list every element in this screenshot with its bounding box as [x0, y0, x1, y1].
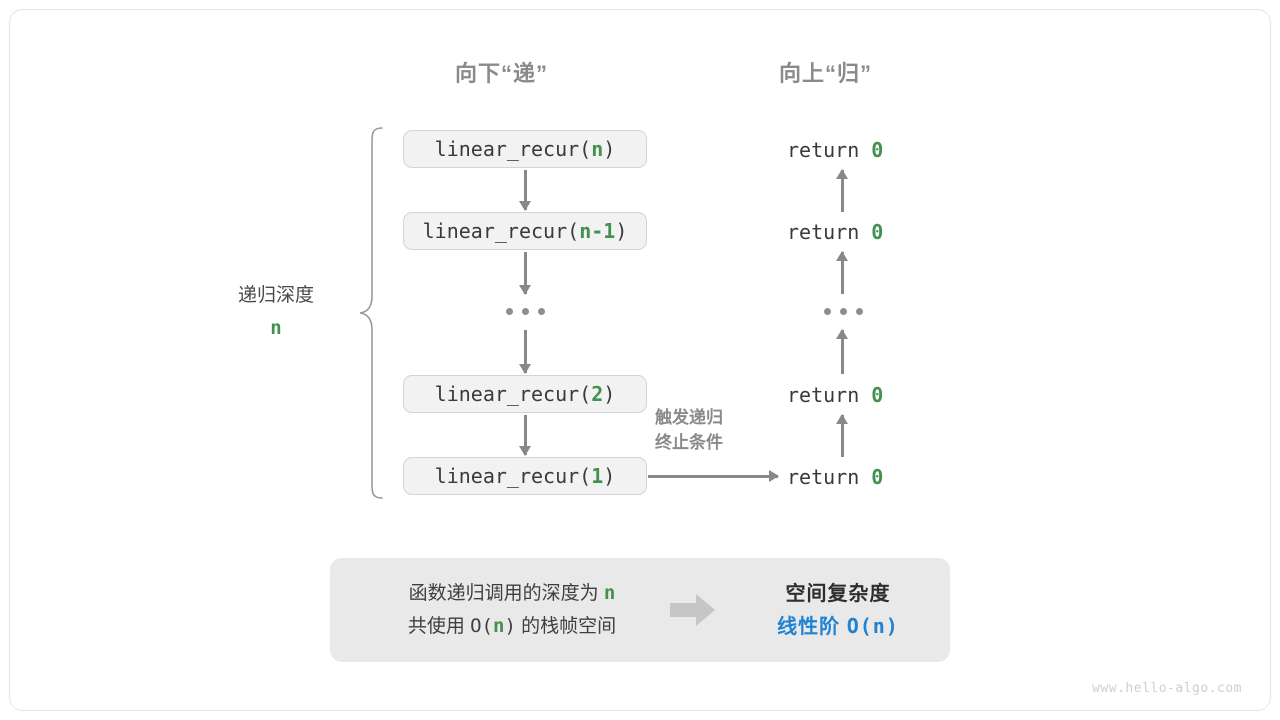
return-keyword: return [787, 138, 872, 162]
return-keyword: return [787, 465, 872, 489]
return-value: 0 [871, 465, 884, 489]
summary-line2-expr-close: ) [504, 615, 516, 637]
summary-line2-prefix: 共使用 [407, 616, 471, 637]
termination-note-line1: 触发递归 [655, 408, 723, 427]
summary-line1-prefix: 函数递归调用的深度为 [408, 583, 604, 604]
call-frame-box[interactable]: linear_recur(n) [403, 130, 647, 168]
recursion-depth-variable: n [270, 317, 282, 339]
call-frame-close: ) [615, 219, 628, 243]
call-frame-close: ) [603, 464, 616, 488]
call-frame-arg: 1 [591, 464, 604, 488]
summary-description: 函数递归调用的深度为 n 共使用 O(n) 的栈帧空间 [330, 577, 660, 643]
call-frame-box[interactable]: linear_recur(1) [403, 457, 647, 495]
ellipsis-icon [506, 308, 545, 315]
summary-result-value: 线性阶 O(n) [726, 610, 950, 643]
return-value: 0 [871, 138, 884, 162]
return-statement: return 0 [787, 138, 883, 162]
return-statement: return 0 [787, 465, 883, 489]
down-arrow-icon [523, 415, 527, 455]
down-arrow-icon [523, 330, 527, 373]
summary-line2-variable: n [492, 615, 505, 637]
call-frame-name: linear_recur( [434, 382, 592, 406]
column-header-ascend: 向上“归” [779, 61, 873, 86]
up-arrow-icon [840, 415, 844, 457]
call-frame-close: ) [603, 137, 616, 161]
return-keyword: return [787, 220, 872, 244]
summary-line2-expr-open: O( [470, 615, 493, 637]
return-statement: return 0 [787, 383, 883, 407]
return-value: 0 [871, 220, 884, 244]
summary-line2-suffix: 的栈帧空间 [515, 616, 617, 637]
recursion-depth-brace [358, 126, 386, 505]
recursion-depth-label: 递归深度 n [196, 280, 356, 344]
up-arrow-icon [840, 170, 844, 212]
column-header-descend: 向下“递” [455, 61, 549, 86]
call-frame-close: ) [603, 382, 616, 406]
return-statement: return 0 [787, 220, 883, 244]
return-keyword: return [787, 383, 872, 407]
call-frame-arg: n [591, 137, 604, 161]
summary-result-expr: O(n) [846, 613, 899, 638]
complexity-summary-panel: 函数递归调用的深度为 n 共使用 O(n) 的栈帧空间 空间复杂度 线性阶 O(… [330, 558, 950, 662]
ellipsis-icon [824, 308, 863, 315]
summary-line-1: 函数递归调用的深度为 n [364, 577, 660, 610]
call-frame-box[interactable]: linear_recur(n-1) [403, 212, 647, 250]
right-block-arrow-icon [660, 593, 726, 627]
call-frame-name: linear_recur( [422, 219, 580, 243]
call-frame-arg: n-1 [579, 219, 616, 243]
call-frame-box[interactable]: linear_recur(2) [403, 375, 647, 413]
up-arrow-icon [840, 330, 844, 374]
summary-line-2: 共使用 O(n) 的栈帧空间 [364, 610, 660, 643]
down-arrow-icon [523, 170, 527, 210]
summary-result-label: 线性阶 [777, 615, 847, 638]
call-frame-arg: 2 [591, 382, 604, 406]
return-value: 0 [871, 383, 884, 407]
summary-result-title: 空间复杂度 [785, 582, 891, 605]
right-arrow-icon [648, 474, 778, 478]
call-frame-name: linear_recur( [434, 464, 592, 488]
down-arrow-icon [523, 252, 527, 294]
termination-note-line2: 终止条件 [655, 433, 723, 452]
up-arrow-icon [840, 252, 844, 294]
summary-line1-variable: n [603, 582, 616, 604]
termination-condition-note: 触发递归 终止条件 [655, 405, 723, 455]
watermark: www.hello-algo.com [1092, 681, 1242, 696]
recursion-depth-text: 递归深度 [237, 285, 314, 306]
summary-result: 空间复杂度 线性阶 O(n) [726, 578, 950, 643]
call-frame-name: linear_recur( [434, 137, 592, 161]
